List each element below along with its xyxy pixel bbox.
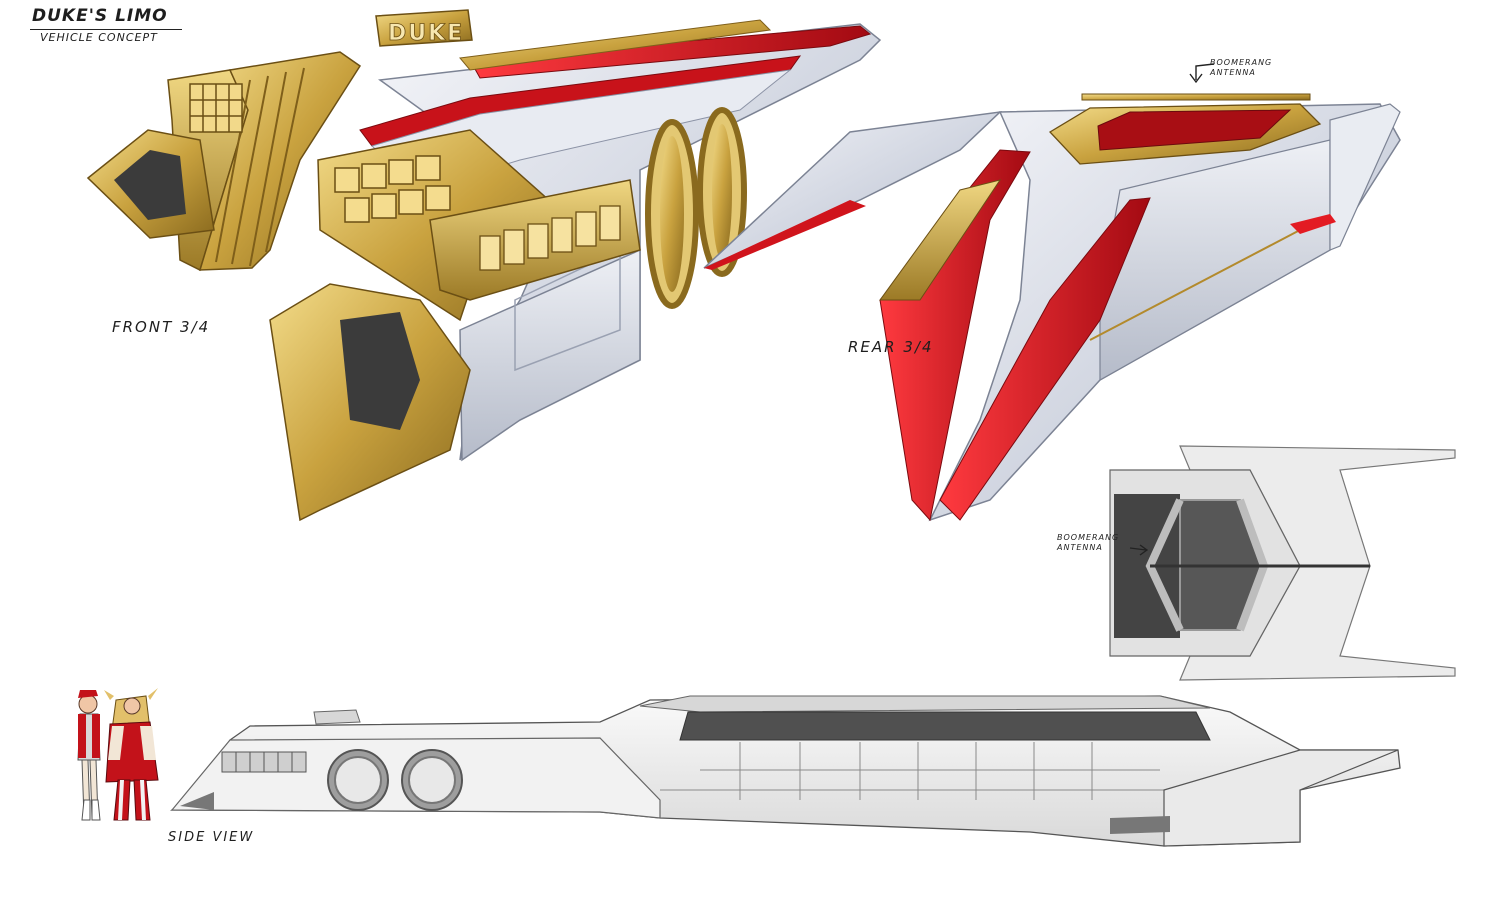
rear-gold-lower-rail bbox=[879, 179, 1002, 301]
side-view-exhaust-rings bbox=[327, 749, 463, 811]
front-gold-fins-stack bbox=[198, 51, 362, 271]
front-exhaust-rings bbox=[645, 107, 747, 309]
rear-tail-tip bbox=[1329, 103, 1401, 251]
side-view bbox=[170, 695, 1401, 847]
rear-red-stripe-inner bbox=[939, 197, 1151, 521]
callout-rear-boomerang-antenna: BOOMERANG ANTENNA bbox=[1210, 58, 1272, 78]
side-view-panel-lines bbox=[660, 742, 1170, 800]
front-body-side-panel bbox=[459, 248, 641, 462]
front-intake-upper-hole bbox=[114, 150, 186, 220]
rear-left-fin-red bbox=[704, 200, 866, 270]
duke-badge-plate bbox=[375, 9, 473, 47]
rear-tail-light bbox=[1290, 214, 1336, 234]
callout-top-boomerang-antenna: BOOMERANG ANTENNA bbox=[1057, 533, 1119, 553]
rear-boomerang-antenna bbox=[1081, 93, 1311, 101]
sheet-subtitle: VEHICLE CONCEPT bbox=[40, 31, 158, 44]
rear-red-stripe-outer bbox=[879, 149, 1031, 522]
callout-top-line2: ANTENNA bbox=[1057, 543, 1103, 552]
callout-rear-line1: BOOMERANG bbox=[1210, 58, 1273, 67]
top-view bbox=[1109, 445, 1456, 681]
rear-three-quarter-view bbox=[703, 63, 1401, 522]
arrow-down-icon bbox=[1189, 63, 1215, 84]
callout-top-line1: BOOMERANG bbox=[1057, 533, 1120, 542]
label-rear-three-quarter: REAR 3/4 bbox=[848, 338, 934, 356]
side-view-window-strip bbox=[679, 711, 1211, 741]
front-intake-lower-hole bbox=[340, 312, 420, 430]
front-lower-grille-cells bbox=[479, 205, 621, 271]
side-view-roof bbox=[313, 695, 1211, 725]
side-view-rear-fin bbox=[1163, 749, 1399, 847]
duke-badge-text: DUKE bbox=[388, 21, 464, 46]
side-view-grille-slats bbox=[235, 752, 293, 772]
title-underline bbox=[30, 29, 182, 30]
callout-rear-line2: ANTENNA bbox=[1210, 68, 1256, 77]
rear-red-roof-well bbox=[1097, 109, 1292, 151]
front-roof-gold-rail bbox=[459, 19, 772, 71]
scale-figure-duke bbox=[104, 688, 159, 821]
front-three-quarter-view: DUKE bbox=[86, 9, 882, 522]
sheet-title: DUKE'S LIMO bbox=[32, 6, 168, 26]
label-side-view: SIDE VIEW bbox=[168, 830, 255, 845]
front-main-grille-cells bbox=[334, 155, 451, 223]
scale-figure-woman bbox=[77, 690, 101, 821]
front-roof-red-trim bbox=[469, 25, 872, 79]
arrow-right-icon bbox=[1129, 544, 1149, 556]
front-gold-fin-line bbox=[215, 67, 305, 267]
rear-gold-pinstripe bbox=[1089, 229, 1301, 341]
front-upper-grille bbox=[189, 83, 243, 133]
label-front-three-quarter: FRONT 3/4 bbox=[112, 318, 211, 336]
